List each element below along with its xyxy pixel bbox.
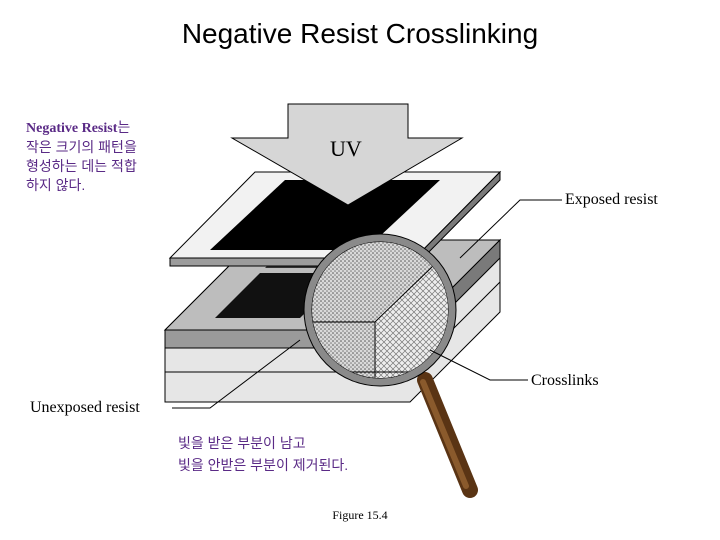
crosslinks-label: Crosslinks bbox=[531, 372, 599, 389]
unexposed-resist-leader bbox=[172, 339, 301, 409]
bottom-annotation-line-2: 빛을 안받은 부분이 제거된다. bbox=[178, 457, 349, 473]
unexposed-resist-label: Unexposed resist bbox=[30, 399, 140, 416]
figure-caption: Figure 15.4 bbox=[332, 508, 388, 522]
exposed-resist-label: Exposed resist bbox=[565, 191, 658, 208]
left-annotation-line-4: 하지 않다. bbox=[26, 177, 86, 193]
left-annotation-line-2: 작은 크기의 패턴을 bbox=[26, 139, 137, 155]
magnifier bbox=[303, 233, 478, 498]
mask-opaque-pattern bbox=[210, 180, 440, 250]
exposed-resist-leader bbox=[459, 199, 562, 259]
crosslinks-leader bbox=[429, 349, 528, 381]
left-annotation-line-3: 형성하는 데는 적합 bbox=[26, 158, 137, 174]
uv-label: UV bbox=[330, 136, 362, 161]
leader-lines bbox=[172, 199, 562, 409]
left-annotation-suffix: 는 bbox=[117, 119, 131, 135]
left-annotation-bold: Negative Resist bbox=[26, 121, 118, 136]
page-title: Negative Resist Crosslinking bbox=[181, 18, 539, 49]
uv-arrow bbox=[230, 103, 464, 206]
left-annotation: Negative Resist는 작은 크기의 패턴을 형성하는 데는 적합 하… bbox=[26, 118, 196, 195]
photomask bbox=[168, 170, 502, 268]
bottom-annotation: 빛을 받은 부분이 남고 빛을 안받은 부분이 제거된다. bbox=[178, 432, 348, 476]
bottom-annotation-line-1: 빛을 받은 부분이 남고 bbox=[178, 435, 306, 451]
left-annotation-line-1: Negative Resist는 bbox=[26, 118, 196, 138]
